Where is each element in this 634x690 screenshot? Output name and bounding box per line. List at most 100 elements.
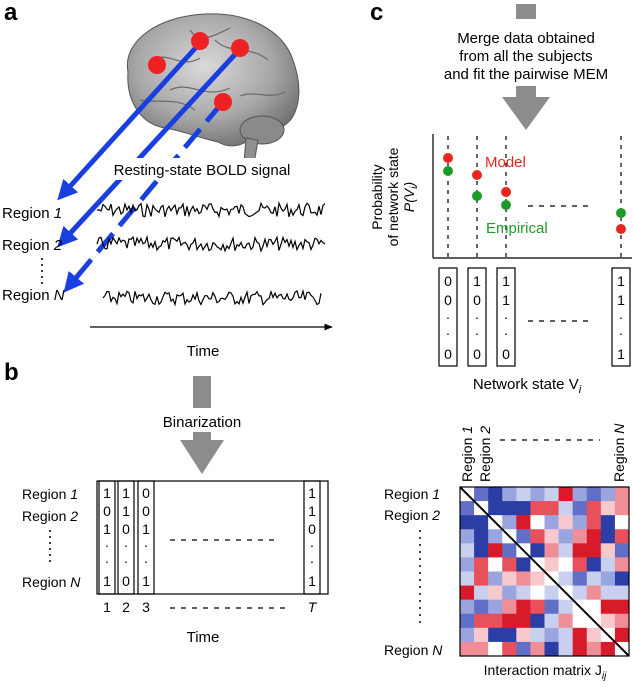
- matrix-cell: [572, 501, 588, 516]
- merge-step-line: and fit the pairwise MEM: [444, 66, 608, 83]
- matrix-cell: [488, 501, 503, 516]
- time-index: T: [308, 599, 318, 615]
- matrix-cell: [488, 571, 503, 586]
- matrix-cell: [586, 599, 602, 615]
- matrix-cell: [558, 515, 573, 530]
- matrix-cell: [586, 529, 602, 544]
- state-cell: ·: [446, 309, 451, 325]
- brain-node: [148, 56, 166, 74]
- region-label: Region N: [22, 574, 81, 590]
- binary-matrix-frame: [96, 480, 329, 595]
- time-label-b: Time: [187, 629, 220, 646]
- binary-cell: 1: [308, 573, 316, 589]
- matrix-side-label: Region N: [384, 642, 443, 658]
- matrix-cell: [502, 627, 517, 643]
- matrix-cell: [488, 543, 503, 558]
- arrow-region-1: [57, 41, 202, 201]
- matrix-cell: [502, 543, 517, 558]
- region-labels-a: Region 1 Region 2 Region N: [2, 205, 65, 304]
- matrix-cell: [530, 641, 545, 657]
- state-cell: 0: [444, 292, 452, 308]
- binary-cell: ·: [310, 537, 315, 553]
- bold-trace: [96, 234, 326, 253]
- binary-cell: 1: [103, 573, 111, 589]
- empirical-point: [472, 191, 482, 201]
- matrix-cell: [614, 487, 630, 502]
- binary-cell: 1: [142, 573, 150, 589]
- binary-column-box: [98, 480, 116, 595]
- matrix-cell: [544, 613, 559, 629]
- binary-cell: 1: [308, 485, 316, 501]
- binary-cell: 0: [122, 521, 130, 537]
- matrix-cell: [516, 515, 531, 530]
- matrix-cell: [544, 585, 559, 600]
- merge-arrowhead: [502, 97, 550, 130]
- matrix-cell: [600, 585, 616, 600]
- binary-cell: ·: [124, 537, 129, 553]
- matrix-cell: [586, 627, 602, 643]
- matrix-cell: [544, 529, 559, 544]
- matrix-cell: [502, 487, 517, 502]
- interaction-matrix: [460, 487, 630, 657]
- matrix-cell: [572, 557, 588, 572]
- matrix-cell: [516, 585, 531, 600]
- matrix-cell: [558, 627, 573, 643]
- matrix-cell: [558, 501, 573, 516]
- state-cell: 1: [502, 273, 510, 289]
- binarization-arrowhead: [180, 440, 224, 474]
- matrix-cell: [572, 627, 588, 643]
- model-point: [616, 224, 626, 234]
- state-cell: 1: [502, 292, 510, 308]
- time-index: 2: [122, 599, 130, 615]
- matrix-cell: [544, 641, 559, 657]
- state-cell: 1: [617, 292, 625, 308]
- matrix-cell: [572, 641, 588, 657]
- matrix-cell: [614, 571, 630, 586]
- matrix-cell: [474, 627, 489, 643]
- matrix-cell: [600, 557, 616, 572]
- region-label: Region 1: [2, 205, 62, 222]
- binary-column-box: [303, 480, 321, 595]
- matrix-title: Interaction matrix Jij: [484, 662, 607, 682]
- state-column-box: [496, 267, 516, 367]
- matrix-cell: [586, 487, 602, 502]
- empirical-point: [443, 166, 453, 176]
- matrix-cell: [572, 515, 588, 530]
- matrix-cell: [474, 557, 489, 572]
- state-cell: ·: [504, 309, 509, 325]
- matrix-cell: [474, 529, 489, 544]
- state-column-box: [438, 267, 458, 367]
- matrix-top-label: Region 1: [459, 426, 475, 482]
- bold-trace: [96, 200, 326, 219]
- arrow-region-2: [57, 47, 242, 248]
- matrix-top-label: Region 2: [477, 426, 493, 482]
- matrix-cell: [502, 641, 517, 657]
- matrix-cell: [488, 627, 503, 643]
- matrix-cell: [558, 571, 573, 586]
- binary-cell: 0: [308, 521, 316, 537]
- binarization-arrow-shaft: [193, 376, 211, 408]
- time-index: 3: [142, 599, 150, 615]
- model-point: [472, 170, 482, 180]
- binary-cell: 1: [122, 485, 130, 501]
- matrix-cell: [460, 543, 475, 558]
- state-columns: 00··010··011··011··1: [438, 267, 631, 367]
- matrix-cell: [614, 529, 630, 544]
- merge-step-line: from all the subjects: [459, 48, 592, 65]
- panel-b-label: b: [4, 359, 19, 386]
- binary-cell: 1: [103, 485, 111, 501]
- matrix-cell: [614, 599, 630, 615]
- binary-cell: ·: [310, 553, 315, 569]
- matrix-cell: [600, 613, 616, 629]
- arrow-region-n: [63, 101, 224, 293]
- binary-cell: 0: [142, 503, 150, 519]
- matrix-cell: [572, 487, 588, 502]
- matrix-cell: [544, 487, 559, 502]
- binary-cell: ·: [144, 537, 149, 553]
- matrix-cell: [488, 487, 503, 502]
- prob-points: [443, 153, 626, 234]
- binary-cell: 1: [122, 503, 130, 519]
- matrix-cell: [558, 641, 573, 657]
- matrix-cell: [530, 543, 545, 558]
